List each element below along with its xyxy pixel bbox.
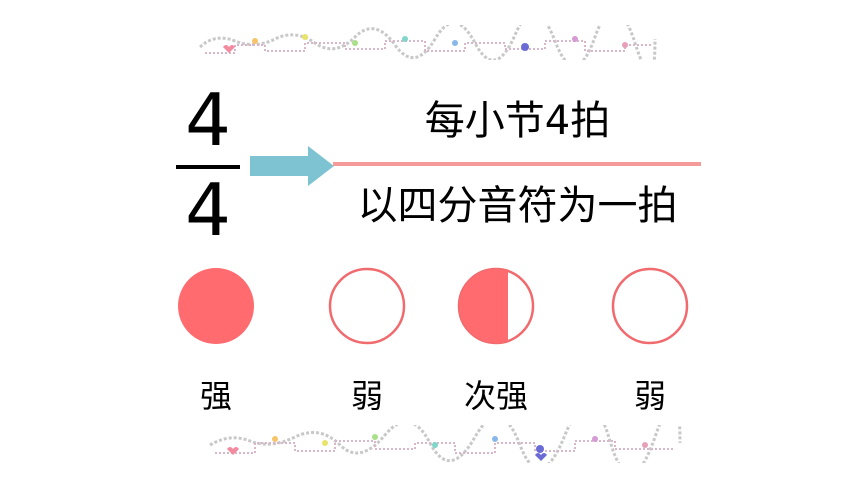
- beats-per-measure-text: 每小节4拍: [424, 98, 611, 144]
- beat-unit-text: 以四分音符为一拍: [357, 183, 678, 229]
- decorative-border-bottom: [209, 425, 682, 463]
- beat-weak: 弱: [605, 266, 695, 416]
- half-filled-circle-icon: [457, 267, 535, 345]
- beat-label: 次强: [463, 377, 528, 415]
- fraction-divider-line: [333, 162, 701, 166]
- beat-medium-strong: 次强: [451, 266, 541, 416]
- beat-strong: 强: [171, 266, 261, 416]
- time-signature: 4 4: [172, 82, 244, 252]
- empty-circle-icon: [611, 267, 689, 345]
- right-arrow-icon: [250, 146, 334, 186]
- beat-label: 弱: [350, 377, 383, 415]
- filled-circle-icon: [178, 268, 254, 344]
- time-signature-numerator: 4: [185, 78, 231, 162]
- beat-label: 强: [199, 377, 232, 415]
- empty-circle-icon: [328, 267, 406, 345]
- beat-weak: 弱: [322, 266, 412, 416]
- fraction-bar: [176, 165, 240, 169]
- decorative-border-top: [198, 25, 657, 60]
- time-signature-denominator: 4: [185, 168, 231, 252]
- beat-label: 弱: [633, 377, 666, 415]
